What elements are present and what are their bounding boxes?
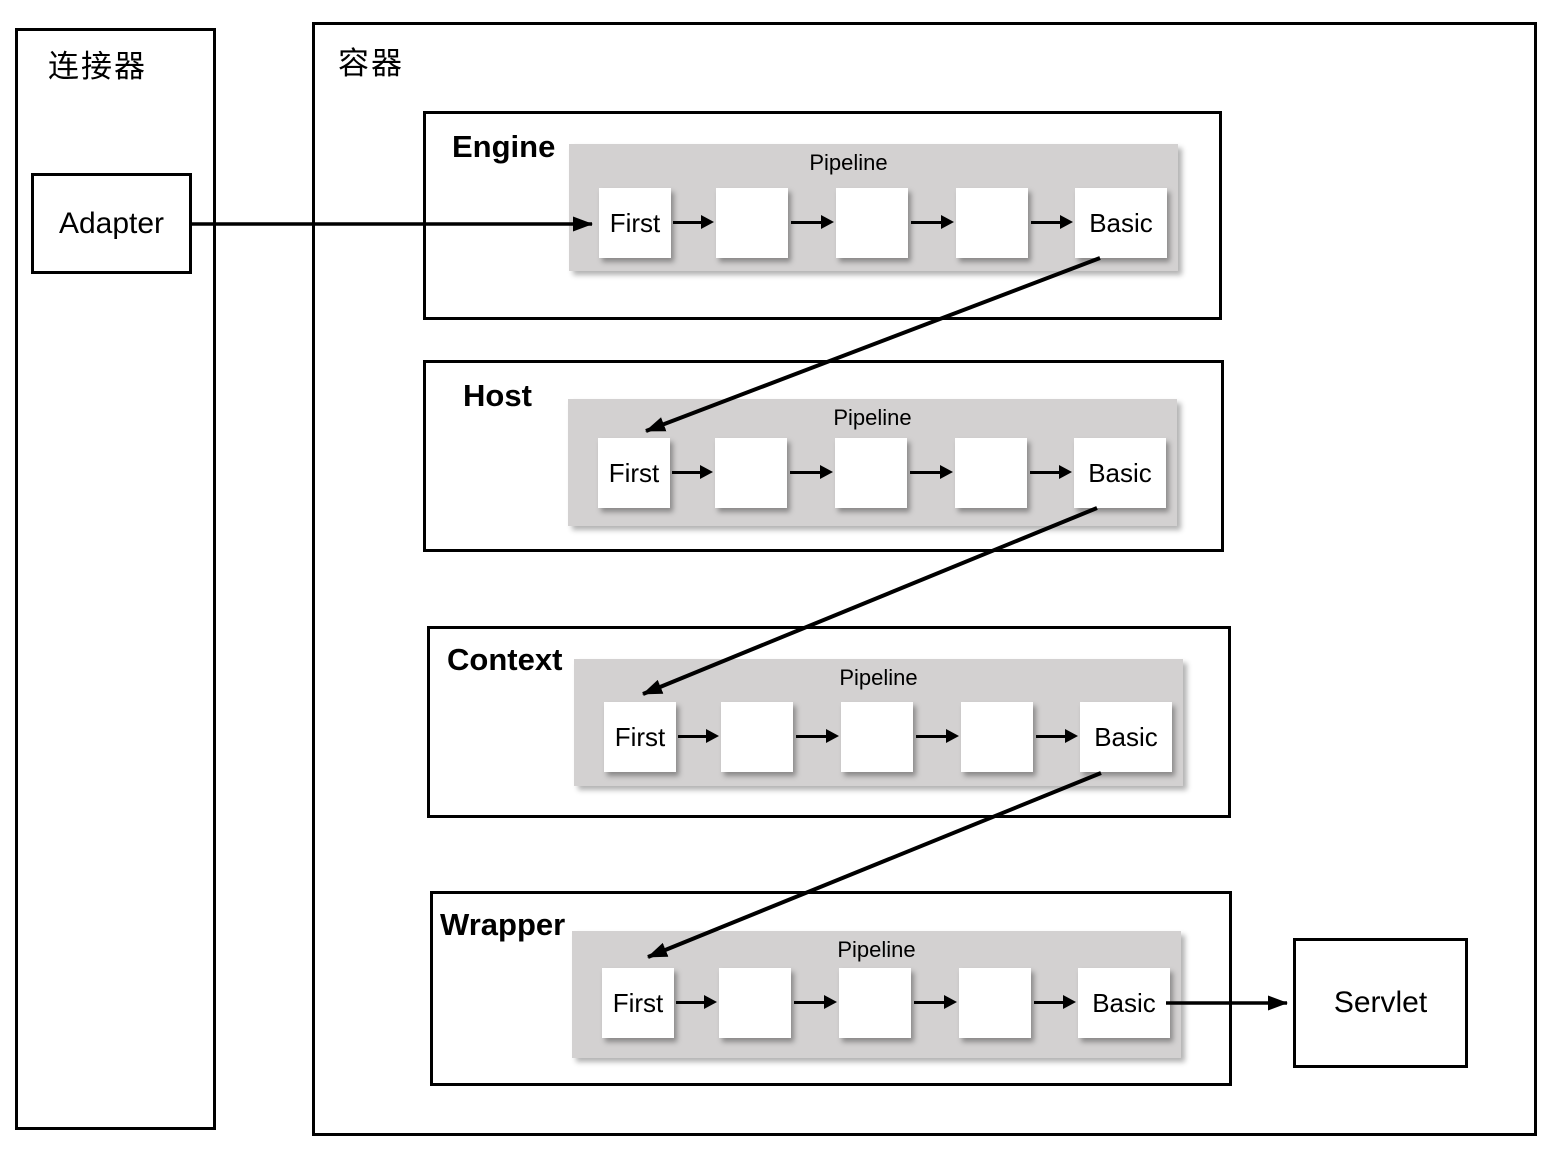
valve-box-empty [716, 188, 788, 258]
valve-box-empty [836, 188, 908, 258]
pipeline-box: Pipeline First Basic [568, 399, 1177, 526]
valve-box-empty [956, 188, 1028, 258]
valve-arrow-right-icon [1031, 215, 1073, 229]
valve-arrow-right-icon [796, 729, 839, 743]
connector-box: 连接器 Adapter [15, 28, 216, 1130]
valve-box-empty [835, 438, 907, 508]
valve-arrow-right-icon [914, 995, 957, 1009]
valve-box-basic: Basic [1074, 438, 1166, 508]
valve-box-empty [715, 438, 787, 508]
valve-arrow-right-icon [676, 995, 717, 1009]
valve-box-basic: Basic [1078, 968, 1170, 1038]
valve-box-empty [955, 438, 1027, 508]
valve-arrow-right-icon [678, 729, 719, 743]
section-wrapper-title: Wrapper [440, 907, 566, 942]
valve-arrow-right-icon [673, 215, 714, 229]
valve-box-first: First [604, 702, 676, 772]
valve-box-empty [721, 702, 793, 772]
valve-box-empty [961, 702, 1033, 772]
pipeline-label: Pipeline [839, 665, 918, 690]
pipeline-label: Pipeline [833, 405, 912, 430]
valve-box-empty [719, 968, 791, 1038]
section-engine: Engine Pipeline First Basic [423, 111, 1222, 320]
valve-box-first: First [598, 438, 670, 508]
valve-box-empty [839, 968, 911, 1038]
valve-arrow-right-icon [791, 215, 834, 229]
valve-box-basic: Basic [1080, 702, 1172, 772]
valve-arrow-right-icon [1030, 465, 1072, 479]
valve-box-first: First [599, 188, 671, 258]
pipeline-label: Pipeline [837, 937, 916, 962]
pipeline-label: Pipeline [809, 150, 888, 175]
adapter-label: Adapter [58, 206, 165, 240]
pipeline-box: Pipeline First Basic [572, 931, 1181, 1058]
section-context-title: Context [447, 642, 563, 677]
valve-arrow-right-icon [1036, 729, 1078, 743]
valve-arrow-right-icon [672, 465, 713, 479]
container-title: 容器 [338, 46, 404, 81]
pipeline-box: Pipeline First Basic [574, 659, 1183, 786]
section-context: Context Pipeline First Basic [427, 626, 1231, 818]
adapter-box: Adapter [31, 173, 192, 274]
valve-box-empty [959, 968, 1031, 1038]
valve-arrow-right-icon [911, 215, 954, 229]
section-wrapper: Wrapper Pipeline First Basic [430, 891, 1232, 1086]
valve-box-basic: Basic [1075, 188, 1167, 258]
valve-arrow-right-icon [790, 465, 833, 479]
valve-box-first: First [602, 968, 674, 1038]
valve-box-empty [841, 702, 913, 772]
connector-title: 连接器 [48, 49, 147, 84]
valve-arrow-right-icon [1034, 995, 1076, 1009]
pipeline-box: Pipeline First Basic [569, 144, 1178, 271]
valve-arrow-right-icon [916, 729, 959, 743]
section-engine-title: Engine [452, 129, 556, 164]
section-host: Host Pipeline First Basic [423, 360, 1224, 552]
section-host-title: Host [463, 378, 532, 413]
valve-arrow-right-icon [910, 465, 953, 479]
valve-arrow-right-icon [794, 995, 837, 1009]
servlet-label: Servlet [1333, 986, 1428, 1019]
container-box: 容器 Engine Pipeline First Basic Host Pipe… [312, 22, 1537, 1136]
servlet-box: Servlet [1293, 938, 1468, 1068]
